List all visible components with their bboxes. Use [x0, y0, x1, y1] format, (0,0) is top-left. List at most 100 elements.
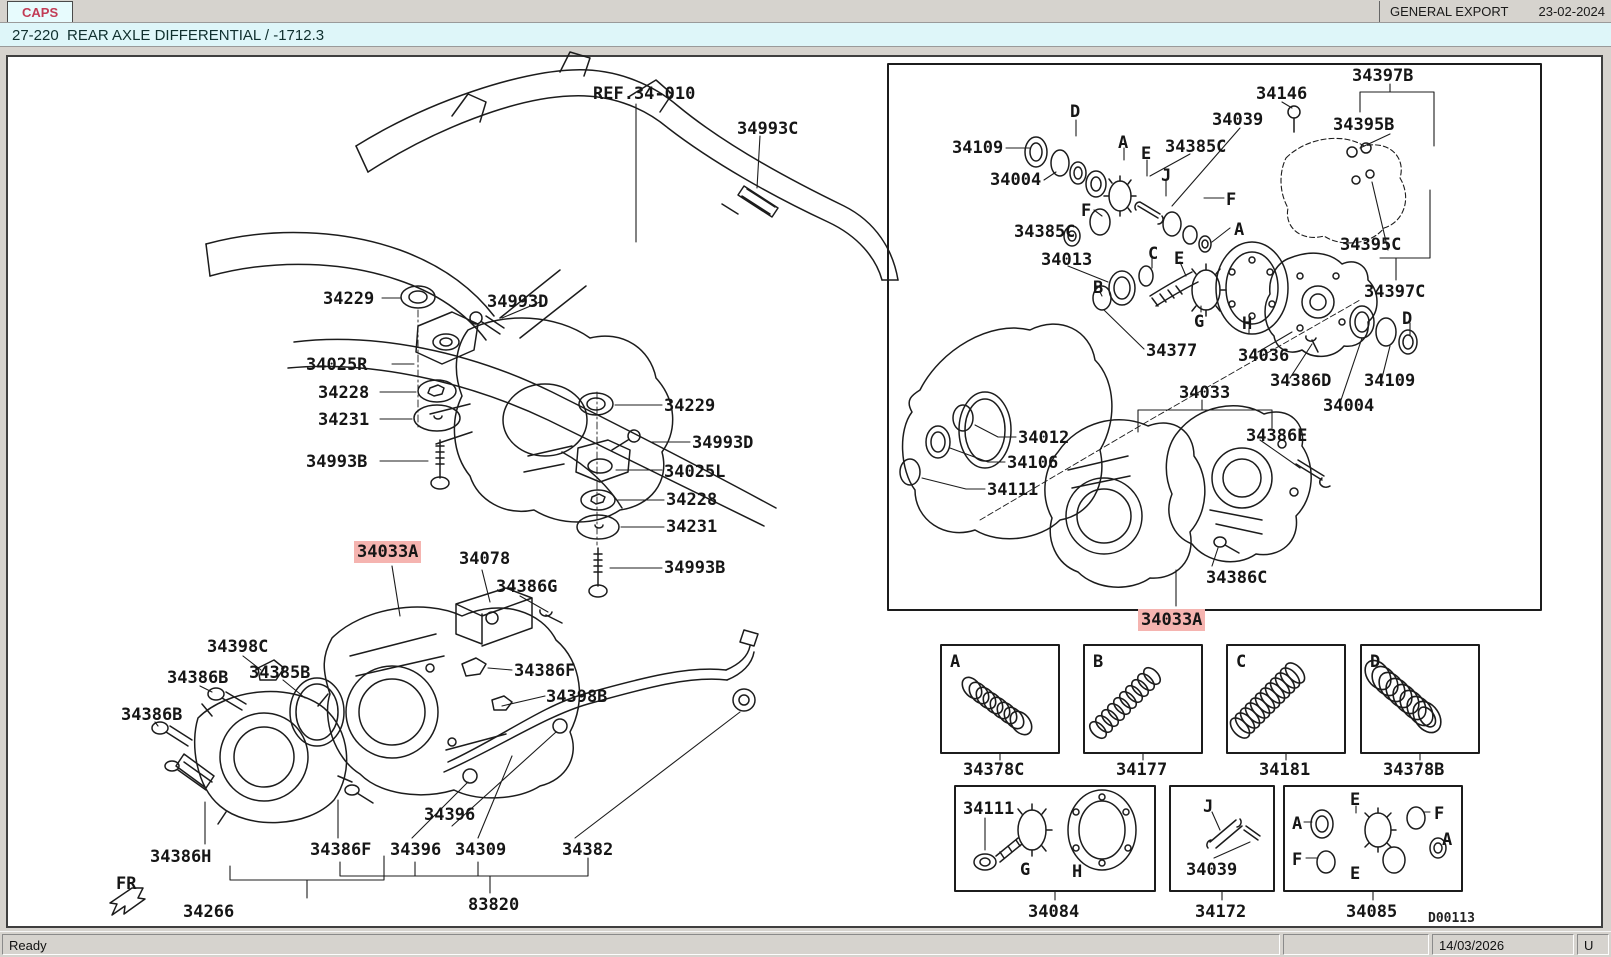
part-label-34039[interactable]: 34039: [1186, 860, 1238, 880]
ref-label-ref-34-010: REF.34-010: [593, 84, 696, 104]
part-label-34004[interactable]: 34004: [990, 170, 1042, 190]
part-label-34395b[interactable]: 34395B: [1333, 115, 1395, 135]
ref-letter-a: A: [1118, 133, 1129, 153]
part-label-34039[interactable]: 34039: [1212, 110, 1264, 130]
part-label-34229[interactable]: 34229: [323, 289, 375, 309]
status-message: Ready: [2, 934, 1280, 955]
part-label-34397b[interactable]: 34397B: [1352, 66, 1414, 86]
part-label-34385b[interactable]: 34385B: [249, 663, 311, 683]
ref-letter-e: E: [1174, 249, 1185, 269]
part-label-34385c[interactable]: 34385C: [1014, 222, 1076, 242]
part-label-34229[interactable]: 34229: [664, 396, 716, 416]
part-label-34033a[interactable]: 34033A: [1138, 609, 1206, 631]
part-label-34025r[interactable]: 34025R: [306, 355, 368, 375]
part-label-34386b[interactable]: 34386B: [167, 668, 229, 688]
ref-letter-a: A: [950, 652, 961, 672]
part-label-34398b[interactable]: 34398B: [546, 687, 608, 707]
part-label-34395c[interactable]: 34395C: [1340, 235, 1402, 255]
part-label-34078[interactable]: 34078: [459, 549, 511, 569]
part-label-34993c[interactable]: 34993C: [737, 119, 799, 139]
part-label-34004[interactable]: 34004: [1323, 396, 1375, 416]
part-label-34111[interactable]: 34111: [963, 799, 1015, 819]
part-label-34033a[interactable]: 34033A: [354, 541, 422, 563]
part-label-34386d[interactable]: 34386D: [1270, 371, 1332, 391]
part-label-34993b[interactable]: 34993B: [306, 452, 368, 472]
ref-letter-c: C: [1236, 652, 1247, 672]
part-label-34109[interactable]: 34109: [952, 138, 1004, 158]
part-label-34386e[interactable]: 34386E: [1246, 426, 1308, 446]
ref-letter-d: D: [1070, 102, 1081, 122]
part-label-34109[interactable]: 34109: [1364, 371, 1416, 391]
part-label-34993d[interactable]: 34993D: [692, 433, 754, 453]
ref-letter-f: F: [1434, 804, 1445, 824]
ref-letter-j: J: [1203, 797, 1214, 817]
part-label-34397c[interactable]: 34397C: [1364, 282, 1426, 302]
ref-letter-a: A: [1442, 830, 1453, 850]
drawing-code-d00113: D00113: [1428, 911, 1475, 926]
part-label-34228[interactable]: 34228: [318, 383, 370, 403]
part-label-34378b[interactable]: 34378B: [1383, 760, 1445, 780]
ref-letter-h: H: [1242, 314, 1253, 334]
part-label-34231[interactable]: 34231: [318, 410, 370, 430]
ref-letter-g: G: [1020, 860, 1031, 880]
part-label-34377[interactable]: 34377: [1146, 341, 1198, 361]
part-label-34085[interactable]: 34085: [1346, 902, 1398, 922]
part-label-34386b[interactable]: 34386B: [121, 705, 183, 725]
ref-letter-f: F: [1292, 850, 1303, 870]
section-title-bar: 27-220 REAR AXLE DIFFERENTIAL / -1712.3: [0, 22, 1611, 47]
caps-tab[interactable]: CAPS: [7, 1, 74, 22]
ref-letter-f: F: [1226, 190, 1237, 210]
part-label-34025l[interactable]: 34025L: [664, 462, 726, 482]
part-label-34396[interactable]: 34396: [390, 840, 442, 860]
part-label-34231[interactable]: 34231: [666, 517, 718, 537]
part-label-34177[interactable]: 34177: [1116, 760, 1168, 780]
status-bar: Ready 14/03/2026 U: [0, 931, 1611, 957]
part-label-34228[interactable]: 34228: [666, 490, 718, 510]
part-label-34386h[interactable]: 34386H: [150, 847, 212, 867]
part-label-34386f[interactable]: 34386F: [310, 840, 372, 860]
window-top-bar: CAPS GENERAL EXPORT 23-02-2024: [0, 0, 1611, 24]
ref-letter-b: B: [1093, 652, 1104, 672]
part-label-34382[interactable]: 34382: [562, 840, 614, 860]
part-label-34385c[interactable]: 34385C: [1165, 137, 1227, 157]
ref-letter-h: H: [1072, 862, 1083, 882]
export-mode-label: GENERAL EXPORT: [1390, 4, 1509, 19]
part-label-34111[interactable]: 34111: [987, 480, 1039, 500]
ref-letter-e: E: [1350, 864, 1361, 884]
part-label-34013[interactable]: 34013: [1041, 250, 1093, 270]
catalog-date-label: 23-02-2024: [1538, 4, 1606, 19]
ref-letter-f: F: [1081, 201, 1092, 221]
part-label-34386c[interactable]: 34386C: [1206, 568, 1268, 588]
ref-letter-d: D: [1370, 652, 1381, 672]
ref-letter-e: E: [1141, 144, 1152, 164]
fr-marker-fr: FR: [116, 874, 137, 894]
ref-letter-j: J: [1161, 166, 1172, 186]
part-label-34106[interactable]: 34106: [1007, 453, 1059, 473]
ref-letter-c: C: [1148, 244, 1159, 264]
part-label-34396[interactable]: 34396: [424, 805, 476, 825]
part-label-34378c[interactable]: 34378C: [963, 760, 1025, 780]
part-label-34036[interactable]: 34036: [1238, 346, 1290, 366]
part-label-83820[interactable]: 83820: [468, 895, 520, 915]
part-label-34386f[interactable]: 34386F: [514, 661, 576, 681]
part-label-34993d[interactable]: 34993D: [487, 292, 549, 312]
part-label-34033[interactable]: 34033: [1179, 383, 1231, 403]
part-label-34172[interactable]: 34172: [1195, 902, 1247, 922]
ref-letter-e: E: [1350, 790, 1361, 810]
ref-letter-g: G: [1194, 312, 1205, 332]
part-label-34146[interactable]: 34146: [1256, 84, 1308, 104]
part-label-34993b[interactable]: 34993B: [664, 558, 726, 578]
part-label-34309[interactable]: 34309: [455, 840, 507, 860]
part-label-34386g[interactable]: 34386G: [496, 577, 558, 597]
part-label-34266[interactable]: 34266: [183, 902, 235, 922]
ref-letter-a: A: [1292, 814, 1303, 834]
ref-letter-d: D: [1402, 309, 1413, 329]
status-date: 14/03/2026: [1432, 934, 1574, 955]
header-right-info: GENERAL EXPORT 23-02-2024: [1379, 1, 1607, 24]
part-label-34181[interactable]: 34181: [1259, 760, 1311, 780]
ref-letter-b: B: [1093, 278, 1104, 298]
part-label-34084[interactable]: 34084: [1028, 902, 1080, 922]
part-label-34398c[interactable]: 34398C: [207, 637, 269, 657]
ref-letter-a: A: [1234, 220, 1245, 240]
part-label-34012[interactable]: 34012: [1018, 428, 1070, 448]
